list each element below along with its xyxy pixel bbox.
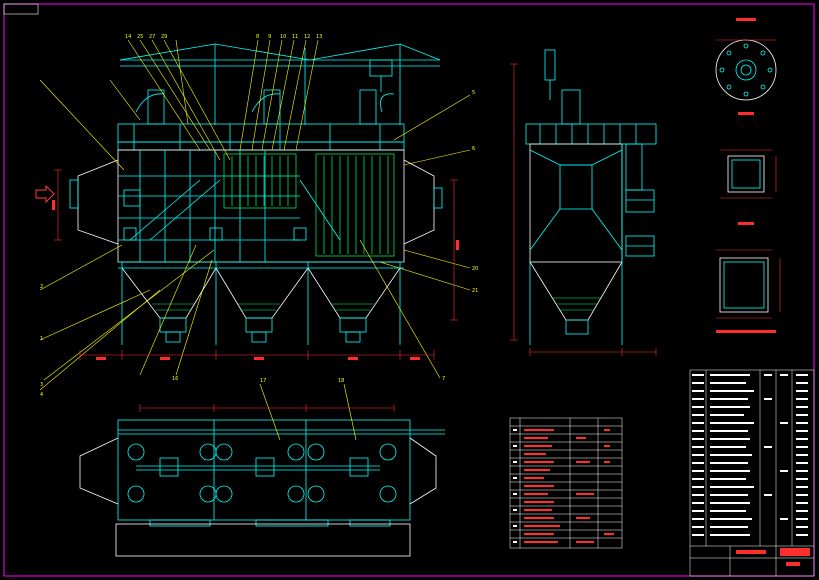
side-hopper-detail — [552, 297, 602, 311]
callout-label: 4 — [40, 392, 43, 398]
callout-label: 17 — [260, 378, 266, 384]
callout-label: 13 — [316, 34, 322, 40]
callout-label: 9 — [268, 34, 271, 40]
callout-label: 14 — [125, 34, 131, 40]
callout-label: 25 — [137, 34, 143, 40]
callout-label: 3 — [40, 382, 43, 388]
parts-table-text — [524, 429, 614, 543]
callout-label: 6 — [472, 146, 475, 152]
callout-label: 11 — [292, 34, 298, 40]
callouts: 14 25 27 29 8 9 10 11 12 13 1 2 3 4 5 6 … — [40, 34, 478, 398]
callout-label: 29 — [161, 34, 167, 40]
callout-label: 7 — [442, 376, 445, 382]
callout-label: 1 — [40, 336, 43, 342]
callout-label: 20 — [472, 266, 478, 272]
callout-label: 5 — [472, 90, 475, 96]
callout-label: 18 — [338, 378, 344, 384]
dimension-marks — [52, 200, 459, 360]
plan-view — [79, 419, 445, 527]
callout-label: 16 — [172, 376, 178, 382]
frame-corner — [3, 3, 39, 15]
detail-square-flange-large — [719, 257, 769, 313]
callout-label: 10 — [280, 34, 286, 40]
parts-table-index — [513, 429, 517, 543]
detail-labels — [716, 18, 776, 333]
titleblock-text — [736, 550, 766, 558]
detail-square-flange-small — [727, 155, 765, 193]
inlet-flange — [69, 179, 79, 209]
drawing-frame — [3, 3, 815, 577]
bom-table — [689, 369, 815, 577]
inlet-arrow — [35, 184, 55, 204]
detail-circular-flange — [715, 39, 777, 101]
hopper-details — [152, 303, 374, 311]
parts-table-title — [548, 405, 608, 415]
outlet-flange — [433, 187, 443, 209]
title-block-marks — [736, 548, 810, 566]
leader-lines — [39, 39, 471, 391]
plan-dimensions — [139, 404, 395, 412]
front-elevation — [77, 43, 441, 345]
side-dimensions — [510, 63, 657, 356]
detail-dimensions — [716, 39, 781, 319]
filter-bag-panels — [223, 153, 395, 257]
callout-label: 8 — [256, 34, 259, 40]
bom-rows — [692, 374, 808, 536]
callout-label: 21 — [472, 288, 478, 294]
callout-label: 27 — [149, 34, 155, 40]
side-elevation — [525, 49, 657, 345]
callout-label: 2 — [40, 284, 43, 290]
plan-base — [115, 523, 411, 557]
plan-leaders — [259, 383, 357, 441]
callout-label: 12 — [304, 34, 310, 40]
dimension-lines — [54, 169, 458, 360]
parts-table — [509, 417, 623, 549]
